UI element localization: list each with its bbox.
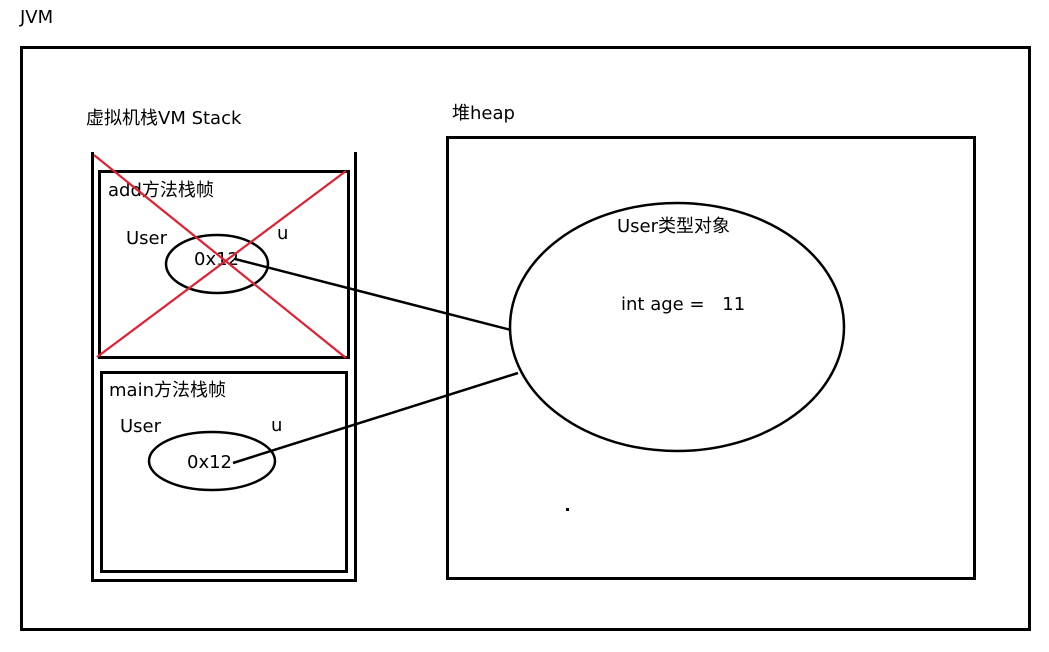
main-frame-var-type: User <box>120 416 162 437</box>
main-ref-ellipse <box>147 430 277 492</box>
user-object-field: int age = 11 <box>621 295 745 315</box>
add-reference-line <box>234 257 512 332</box>
add-frame-cross-line-1 <box>93 154 347 359</box>
main-frame-ref-value: 0x12 <box>187 452 233 473</box>
stray-dot <box>566 508 569 511</box>
add-ref-ellipse <box>164 233 270 295</box>
add-frame-var-type: User <box>126 228 168 249</box>
add-frame <box>98 170 350 359</box>
main-frame <box>100 371 348 573</box>
add-frame-title: add方法栈帧 <box>108 180 214 201</box>
main-frame-var-name: u <box>271 415 283 436</box>
main-frame-title: main方法栈帧 <box>109 380 226 401</box>
user-object-ellipse <box>508 201 846 453</box>
jvm-title: JVM <box>20 7 54 28</box>
main-reference-line <box>232 371 519 465</box>
user-object-field-value: 11 <box>722 294 746 315</box>
add-frame-cross-line-2 <box>96 170 347 358</box>
heap-title: 堆heap <box>452 103 515 124</box>
heap-container <box>446 136 976 580</box>
add-frame-var-name: u <box>277 223 289 244</box>
user-object-title: User类型对象 <box>617 216 731 237</box>
vm-stack-title: 虚拟机栈VM Stack <box>86 108 242 129</box>
add-frame-ref-value: 0x12 <box>194 249 240 270</box>
user-object-field-name: int age = <box>621 294 705 315</box>
jvm-container <box>20 46 1031 631</box>
vm-stack-container <box>91 152 357 582</box>
